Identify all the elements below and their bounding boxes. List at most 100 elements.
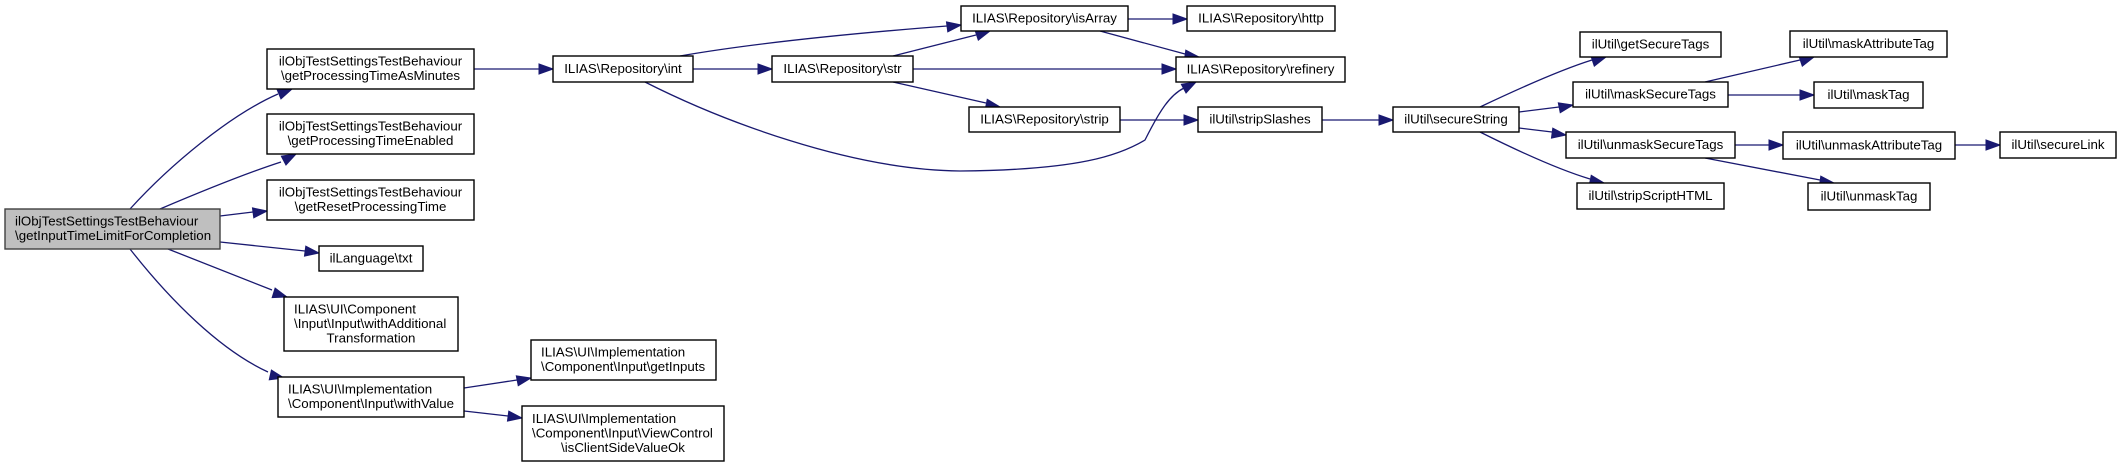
arrow-head-icon: [1557, 102, 1575, 114]
arrow-head-icon: [1985, 139, 2002, 151]
node-stripScriptHTML[interactable]: ilUtil\stripScriptHTML: [1576, 182, 1725, 210]
node-label: ILIAS\UI\Component: [294, 301, 416, 316]
arrow-head-icon: [1378, 114, 1395, 126]
node-secureString[interactable]: ilUtil\secureString: [1392, 106, 1520, 133]
node-box: [318, 245, 424, 272]
node-withAdditionalTransformation[interactable]: ILIAS\UI\Component\Input\Input\withAddit…: [283, 296, 459, 352]
node-label: ilUtil\maskTag: [1827, 87, 1909, 102]
node-unmaskTag[interactable]: ilUtil\unmaskTag: [1807, 182, 1931, 211]
node-label: ILIAS\UI\Implementation: [541, 345, 685, 360]
node-label: ILIAS\Repository\str: [783, 61, 902, 76]
arrow-head-icon: [945, 21, 963, 33]
arrow-head-icon: [515, 375, 533, 387]
node-label: ILIAS\Repository\isArray: [972, 10, 1117, 25]
node-box: [4, 208, 221, 250]
node-box: [266, 113, 475, 155]
node-maskAttributeTag[interactable]: ilUtil\maskAttributeTag: [1789, 30, 1948, 58]
node-label: \Component\Input\ViewControl: [532, 425, 713, 440]
arrow-head-icon: [757, 63, 774, 75]
node-box: [1576, 182, 1725, 210]
arrow-head-icon: [974, 30, 992, 42]
node-label: ilUtil\stripSlashes: [1209, 111, 1311, 126]
node-maskTag[interactable]: ilUtil\maskTag: [1813, 81, 1924, 109]
node-label: ilLanguage\txt: [330, 250, 413, 265]
edge-root-to-getResetProcessingTime: [219, 207, 269, 219]
node-box: [266, 179, 475, 221]
node-int[interactable]: ILIAS\Repository\int: [552, 55, 694, 83]
arrow-head-icon: [506, 410, 524, 422]
arrow-head-icon: [1172, 13, 1189, 25]
edge-line: [679, 25, 948, 57]
node-box: [1579, 31, 1722, 58]
node-label: ilUtil\secureString: [1404, 111, 1507, 126]
node-refinery[interactable]: ILIAS\Repository\refinery: [1175, 56, 1346, 83]
edge-root-to-txt: [219, 241, 321, 257]
node-str[interactable]: ILIAS\Repository\str: [771, 55, 914, 83]
node-label: \getProcessingTimeEnabled: [288, 133, 454, 148]
node-getSecureTags[interactable]: ilUtil\getSecureTags: [1579, 31, 1722, 58]
edge-unmaskSecureTags-to-unmaskTag: [1704, 157, 1836, 187]
node-label: ILIAS\UI\Implementation: [288, 382, 432, 397]
node-label: \getResetProcessingTime: [295, 199, 447, 214]
node-box: [1782, 131, 1956, 160]
edge-line: [219, 241, 306, 252]
node-secureLink[interactable]: ilUtil\secureLink: [1999, 131, 2117, 159]
node-label: ilObjTestSettingsTestBehaviour: [279, 119, 463, 134]
edge-isArray-to-http: [1128, 13, 1189, 25]
arrow-head-icon: [1590, 56, 1608, 68]
node-stripSlashes[interactable]: ilUtil\stripSlashes: [1197, 106, 1323, 133]
node-label: \Input\Input\withAdditional: [294, 316, 446, 331]
edge-line: [129, 93, 279, 210]
node-box: [771, 55, 914, 83]
edge-withValue-to-isClientSideValueOk: [463, 410, 524, 422]
node-box: [552, 55, 694, 83]
edge-line: [167, 248, 273, 291]
node-unmaskAttributeTag[interactable]: ilUtil\unmaskAttributeTag: [1782, 131, 1956, 160]
node-http[interactable]: ILIAS\Repository\http: [1186, 5, 1336, 32]
node-label: ILIAS\Repository\http: [1198, 10, 1324, 25]
edge-line: [892, 34, 977, 57]
node-isClientSideValueOk[interactable]: ILIAS\UI\Implementation\Component\Input\…: [521, 405, 725, 462]
node-label: ilUtil\maskAttributeTag: [1803, 36, 1935, 51]
nodes-layer: ilObjTestSettingsTestBehaviour\getInputT…: [4, 5, 2117, 462]
edge-line: [1704, 157, 1821, 181]
edge-isArray-to-refinery: [1099, 30, 1201, 61]
node-unmaskSecureTags[interactable]: ilUtil\unmaskSecureTags: [1565, 131, 1736, 159]
node-root[interactable]: ilObjTestSettingsTestBehaviour\getInputT…: [4, 208, 221, 250]
node-label: Transformation: [327, 330, 416, 345]
node-label: ilUtil\unmaskTag: [1821, 188, 1918, 203]
edge-unmaskAttributeTag-to-secureLink: [1955, 139, 2002, 151]
arrow-head-icon: [1180, 81, 1198, 94]
node-getProcessingTimeEnabled[interactable]: ilObjTestSettingsTestBehaviour\getProces…: [266, 113, 475, 155]
edge-unmaskSecureTags-to-unmaskAttributeTag: [1735, 139, 1785, 151]
node-maskSecureTags[interactable]: ilUtil\maskSecureTags: [1572, 81, 1729, 108]
node-label: ILIAS\UI\Implementation: [532, 411, 676, 426]
node-box: [1807, 182, 1931, 211]
node-box: [1565, 131, 1736, 159]
node-strip[interactable]: ILIAS\Repository\strip: [968, 106, 1121, 133]
edge-root-to-getProcessingTimeEnabled: [159, 153, 298, 210]
node-txt[interactable]: ilLanguage\txt: [318, 245, 424, 272]
edge-line: [892, 81, 987, 104]
node-getProcessingTimeAsMinutes[interactable]: ilObjTestSettingsTestBehaviour\getProces…: [266, 48, 475, 90]
arrow-head-icon: [280, 153, 298, 166]
edge-line: [644, 81, 1185, 172]
edge-stripSlashes-to-secureString: [1322, 114, 1395, 126]
edge-line: [1479, 131, 1591, 180]
node-label: ilUtil\unmaskAttributeTag: [1796, 137, 1942, 152]
node-box: [1789, 30, 1948, 58]
edge-line: [463, 410, 509, 417]
node-label: ilUtil\secureLink: [2011, 137, 2104, 152]
node-getResetProcessingTime[interactable]: ilObjTestSettingsTestBehaviour\getResetP…: [266, 179, 475, 221]
node-label: ilObjTestSettingsTestBehaviour: [15, 214, 199, 229]
node-label: \getProcessingTimeAsMinutes: [281, 68, 460, 83]
node-box: [521, 405, 725, 462]
node-getInputs[interactable]: ILIAS\UI\Implementation\Component\Input\…: [530, 339, 717, 381]
edge-int-to-refinery: [644, 81, 1198, 172]
node-isArray[interactable]: ILIAS\Repository\isArray: [960, 5, 1129, 32]
edge-int-to-isArray: [679, 21, 963, 57]
edge-getProcessingTimeAsMinutes-to-int: [474, 63, 555, 75]
node-box: [277, 376, 465, 418]
node-withValue[interactable]: ILIAS\UI\Implementation\Component\Input\…: [277, 376, 465, 418]
edge-line: [1518, 106, 1560, 113]
